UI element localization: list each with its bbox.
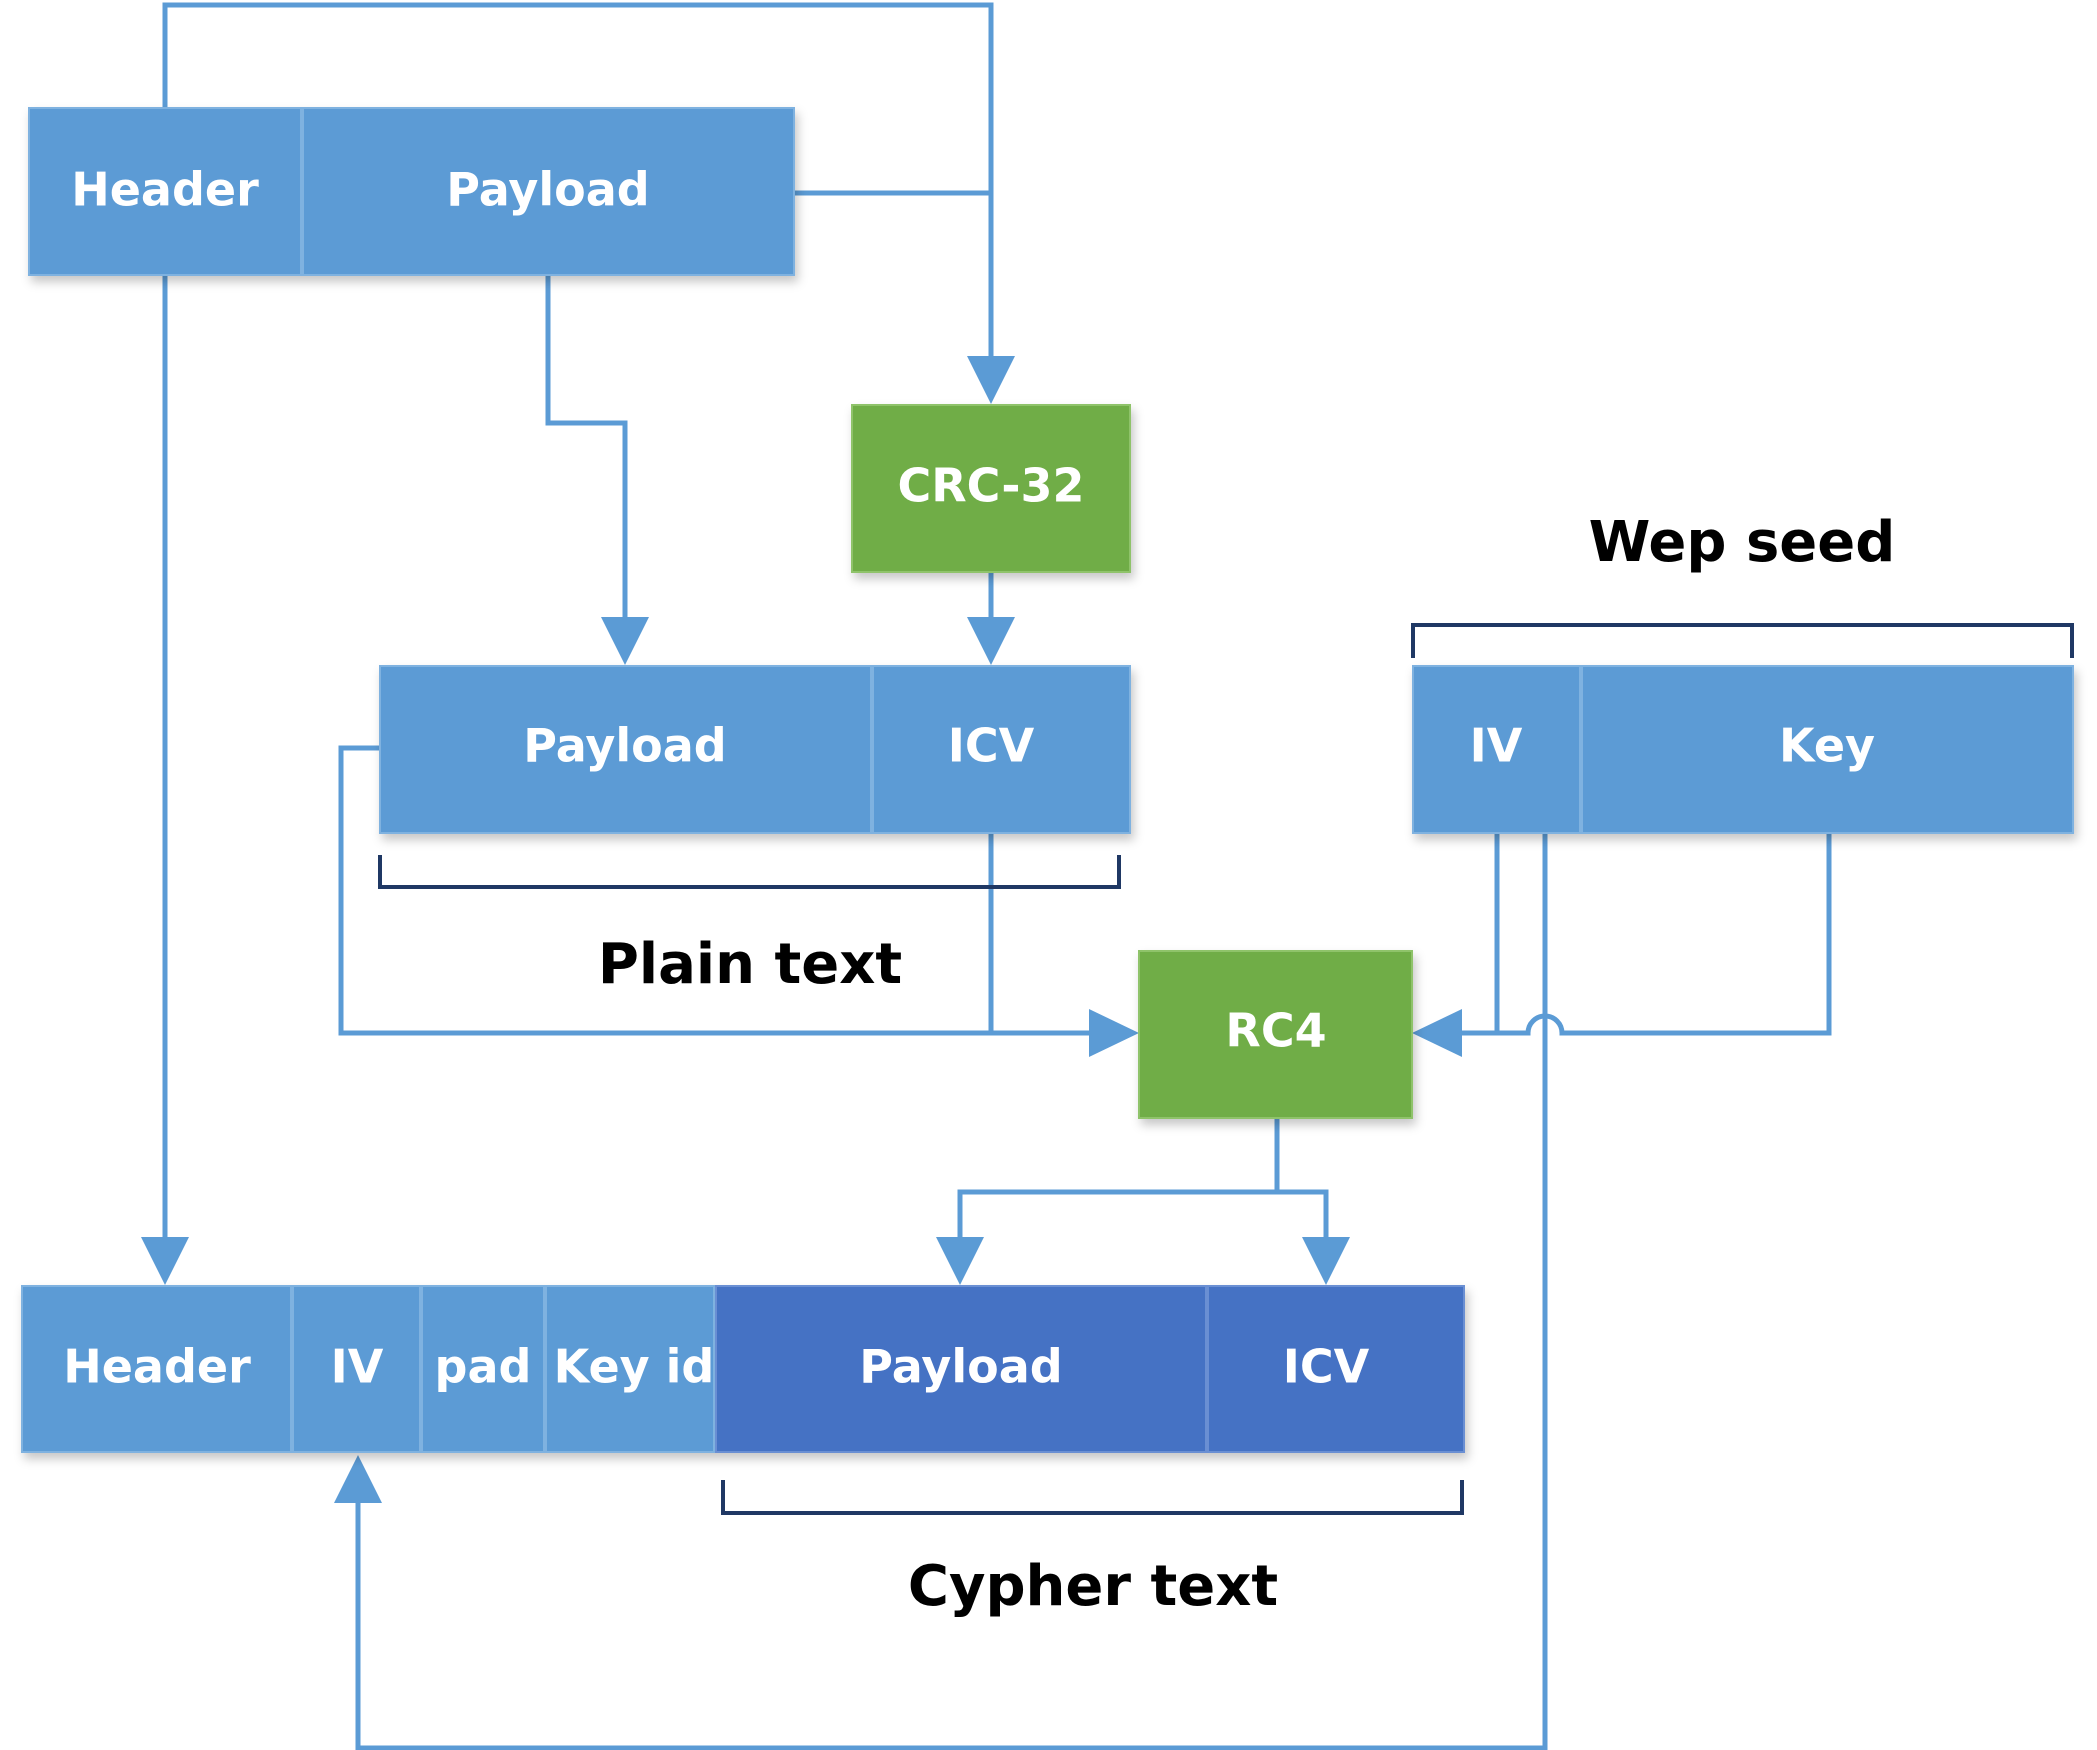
crc32-block — [851, 404, 1131, 573]
rc4-box — [1138, 950, 1413, 1119]
plaintext-block — [379, 665, 1131, 834]
wep-seed-key-label: Key — [1779, 719, 1875, 773]
arrowhead-into-plaintext-payload — [601, 617, 649, 665]
plaintext-icv-label: ICV — [948, 719, 1035, 773]
arrowhead-into-output-header — [141, 1237, 189, 1285]
arrowhead-into-crc — [967, 356, 1015, 404]
output-pad-field — [421, 1285, 545, 1453]
wep-seed-iv-field — [1412, 665, 1581, 834]
output-keyid-label: Key id — [554, 1340, 715, 1394]
input-frame — [28, 107, 795, 276]
wep-seed-block — [1412, 665, 2074, 834]
output-payload-label: Payload — [859, 1340, 1062, 1394]
output-pad-label: pad — [435, 1340, 532, 1394]
input-header-field — [28, 107, 302, 276]
output-frame — [21, 1285, 1465, 1453]
output-icv-field — [1207, 1285, 1465, 1453]
plaintext-payload-field — [379, 665, 872, 834]
wep-seed-key-field — [1581, 665, 2074, 834]
arrowhead-into-icv — [967, 617, 1015, 665]
plaintext-icv-field — [872, 665, 1131, 834]
output-payload-field — [715, 1285, 1207, 1453]
rc4-label: RC4 — [1225, 1004, 1326, 1058]
input-header-label: Header — [71, 163, 259, 217]
connector-payload-to-plaintext — [545, 276, 628, 625]
connector-seed-iv-to-rc4 — [1462, 834, 1500, 1036]
wep-seed-brace — [1411, 623, 2074, 658]
arrowhead-into-output-payload — [936, 1237, 984, 1285]
connector-plaintext-to-rc4 — [338, 745, 1095, 1036]
connectors — [162, 2, 1832, 1750]
connector-rc4-to-output-icv — [1277, 1189, 1329, 1240]
input-payload-field — [302, 107, 795, 276]
output-header-field — [21, 1285, 292, 1453]
wep-seed-caption: Wep seed — [1589, 510, 1896, 575]
crc32-label: CRC-32 — [897, 459, 1084, 513]
crc32-box — [851, 404, 1131, 573]
input-payload-label: Payload — [446, 163, 649, 217]
connector-header-to-crc — [162, 2, 994, 370]
arrowhead-into-rc4-left — [1089, 1009, 1139, 1057]
cyphertext-brace — [721, 1480, 1464, 1515]
arrowhead-into-output-icv — [1302, 1237, 1350, 1285]
arrowhead-into-output-iv — [334, 1455, 382, 1503]
output-iv-label: IV — [331, 1340, 384, 1394]
output-keyid-field — [545, 1285, 715, 1453]
cyphertext-caption: Cypher text — [908, 1554, 1278, 1619]
output-icv-label: ICV — [1283, 1340, 1370, 1394]
plaintext-brace — [378, 855, 1121, 889]
wep-seed-iv-label: IV — [1470, 719, 1523, 773]
output-header-label: Header — [63, 1340, 251, 1394]
rc4-block — [1138, 950, 1413, 1119]
arrowheads — [141, 356, 1462, 1503]
plaintext-caption: Plain text — [598, 932, 902, 997]
output-iv-field — [292, 1285, 421, 1453]
arrowhead-into-rc4-right — [1412, 1009, 1462, 1057]
connector-seed-iv-to-output-iv — [355, 834, 1548, 1750]
plaintext-payload-label: Payload — [523, 719, 726, 773]
connector-rc4-to-output — [957, 1118, 1280, 1240]
